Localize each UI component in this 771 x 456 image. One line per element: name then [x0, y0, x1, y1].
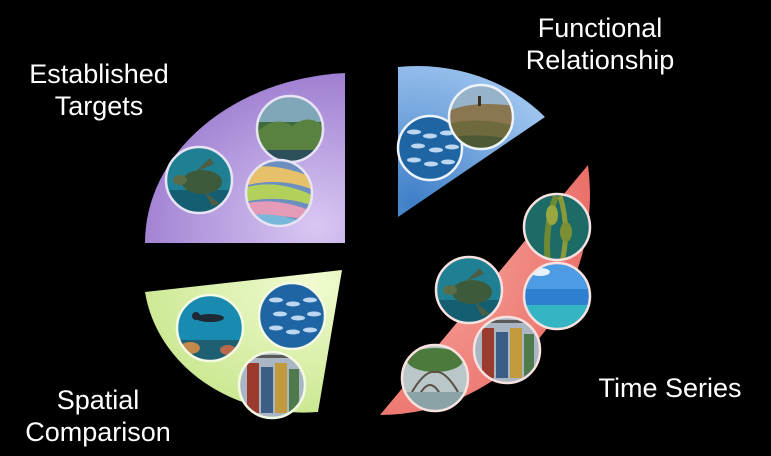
- segment-spatial-comparison: [145, 270, 342, 420]
- kelp-forest-photo: [524, 194, 590, 260]
- segment-established-targets: [144, 73, 345, 243]
- label-line: Time Series: [598, 373, 742, 403]
- label-established-targets: Established Targets: [14, 58, 184, 122]
- segment-time-series: [380, 165, 592, 415]
- oil-sheen-photo: [246, 160, 312, 226]
- label-spatial-comparison: Spatial Comparison: [18, 384, 178, 448]
- label-line: Spatial: [56, 385, 140, 415]
- label-line: Established: [29, 59, 169, 89]
- label-functional-relationship: Functional Relationship: [512, 12, 688, 76]
- label-line: Relationship: [525, 45, 675, 75]
- label-line: Functional: [537, 13, 663, 43]
- label-time-series: Time Series: [590, 372, 750, 404]
- segment-functional-relationship: [396, 66, 545, 217]
- shipping-containers-photo: [239, 352, 305, 418]
- shipping-containers-photo: [474, 317, 540, 383]
- label-line: Targets: [54, 91, 144, 121]
- fish-school-photo: [259, 283, 325, 349]
- label-line: Comparison: [25, 417, 171, 447]
